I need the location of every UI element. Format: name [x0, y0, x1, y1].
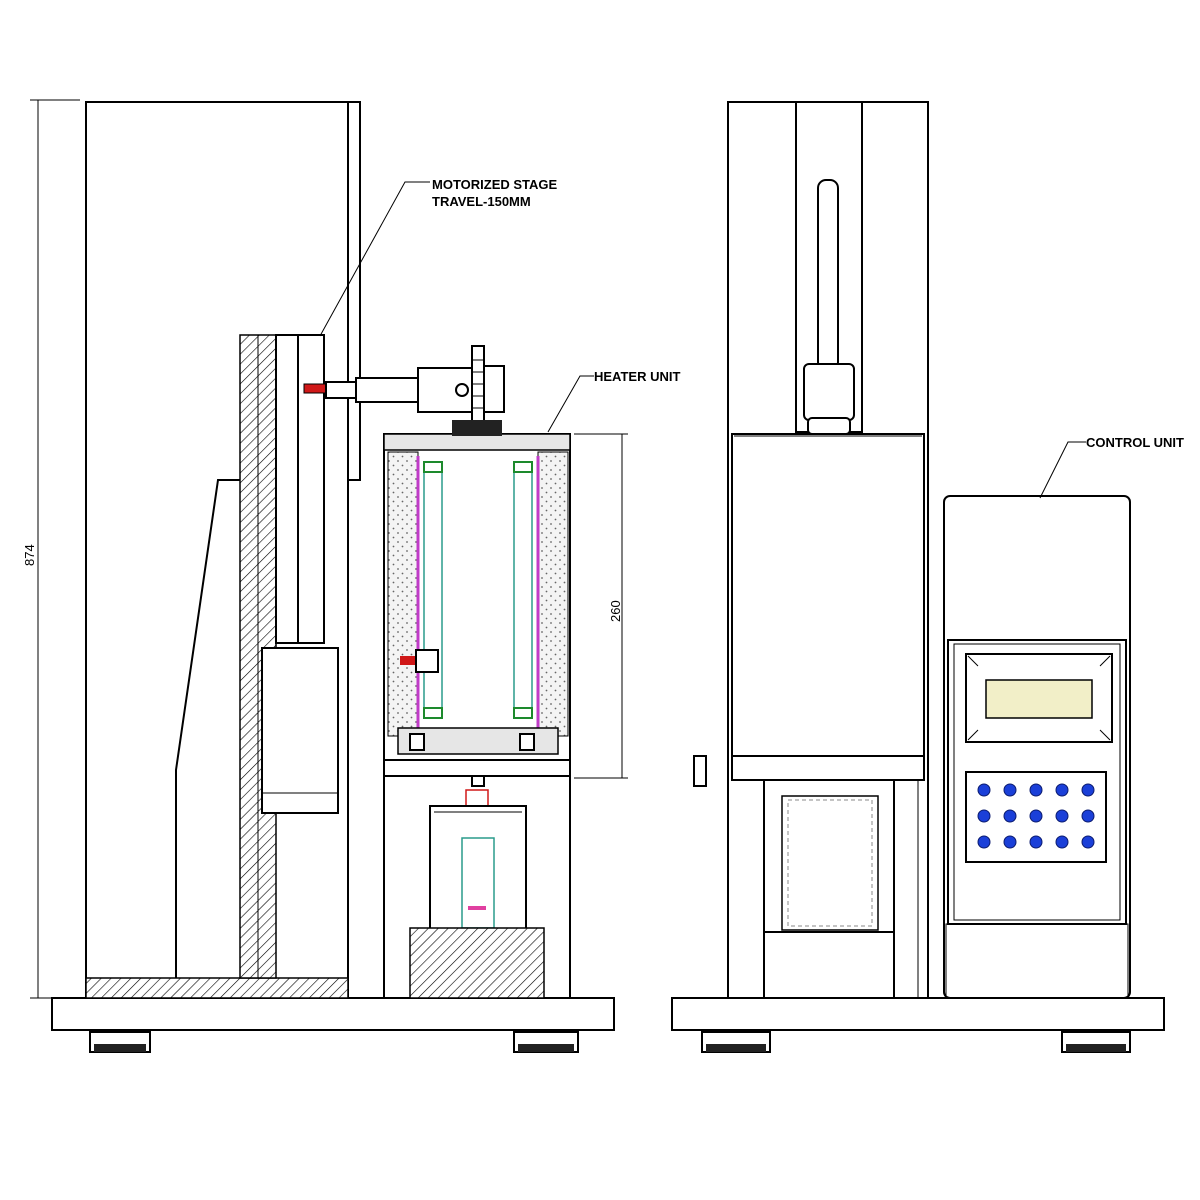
base-plate	[51, 997, 615, 1031]
keypad-button	[1029, 835, 1043, 849]
sample-marker	[468, 906, 486, 910]
keypad-button	[1003, 809, 1017, 823]
front-side-knob	[693, 755, 707, 787]
heater-unit-label: HEATER UNIT	[594, 369, 680, 384]
heater-top-cap	[383, 433, 571, 451]
heater-red-indicator	[400, 656, 416, 665]
keypad-button	[1055, 835, 1069, 849]
keypad-button	[977, 783, 991, 797]
stage-arm	[355, 377, 423, 403]
glass-tube-right	[513, 465, 533, 719]
motorized-stage-label-line1: MOTORIZED STAGE	[432, 177, 558, 192]
heater-insulation-left	[387, 451, 419, 737]
motorized-stage-label-line2: TRAVEL-150MM	[432, 194, 531, 209]
stage-red-indicator	[303, 383, 327, 394]
heater-unit-callout: HEATER UNIT	[547, 369, 680, 433]
heater-height-value: 260	[608, 600, 623, 622]
keypad-button	[1003, 835, 1017, 849]
keypad-button	[977, 809, 991, 823]
keypad-button	[1055, 809, 1069, 823]
keypad-button	[1081, 783, 1095, 797]
motorized-stage-callout: MOTORIZED STAGE TRAVEL-150MM	[319, 177, 558, 337]
column-lower-box	[261, 647, 339, 814]
keypad-button	[1029, 809, 1043, 823]
glass-tube-left	[423, 465, 443, 719]
keypad-button	[1081, 809, 1095, 823]
control-unit-label: CONTROL UNIT	[1086, 435, 1184, 450]
keypad-button	[1081, 835, 1095, 849]
keypad-button	[977, 835, 991, 849]
front-stage-block	[803, 363, 855, 421]
front-base-plate	[671, 997, 1165, 1031]
heater-unit	[383, 420, 571, 777]
keypad	[977, 783, 1095, 849]
keypad-button	[1003, 783, 1017, 797]
sample-tube	[461, 837, 495, 929]
column-hatched-base	[85, 977, 349, 999]
heater-insulation-right	[537, 451, 569, 737]
front-heater-box	[731, 433, 925, 781]
display-screen	[985, 679, 1093, 719]
front-beaker-stand	[763, 931, 895, 999]
keypad-button	[1055, 783, 1069, 797]
overall-height-dimension: 874	[22, 99, 80, 999]
overall-height-value: 874	[22, 544, 37, 566]
motorized-stage-carriage	[297, 334, 325, 644]
side-view: 874	[22, 99, 628, 1053]
control-unit	[943, 495, 1131, 999]
control-unit-callout: CONTROL UNIT	[1039, 435, 1184, 499]
beaker-stand	[409, 927, 545, 999]
front-beaker	[781, 795, 879, 931]
column-side-panel	[347, 101, 361, 481]
heater-height-dimension: 260	[574, 433, 628, 779]
keypad-button	[1029, 783, 1043, 797]
front-view	[671, 101, 1165, 1053]
